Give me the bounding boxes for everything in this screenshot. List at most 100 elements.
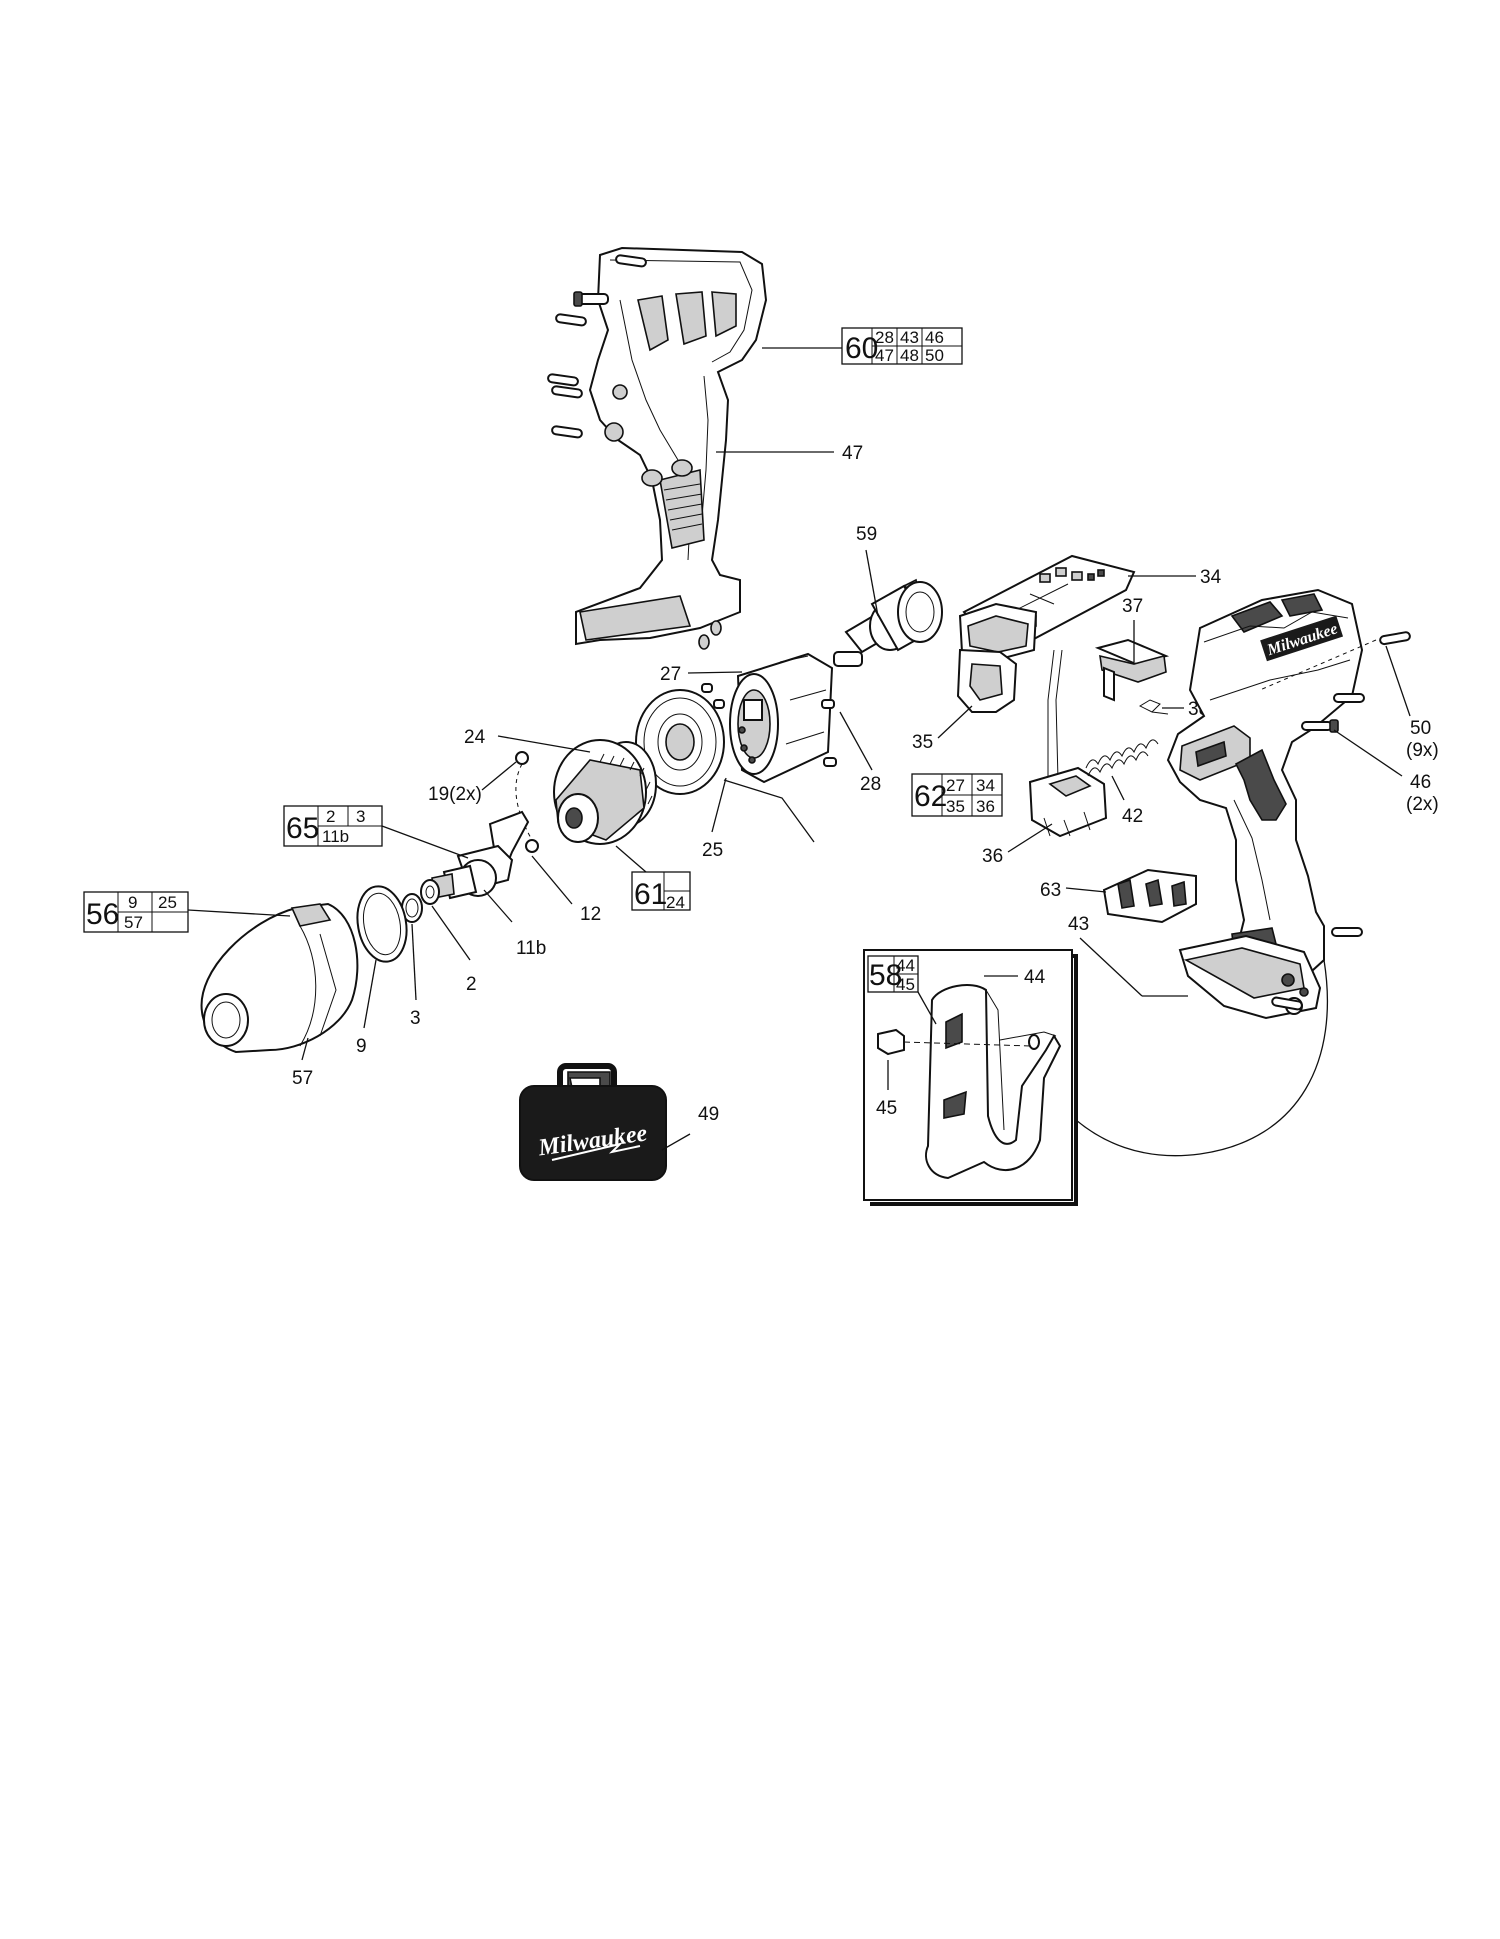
kit-62-box: 62 27 34 35 36 [911,773,1003,817]
left-housing-half [575,246,768,650]
leader-line [431,905,471,961]
nose-cover [200,902,359,1054]
leader-line [531,855,573,905]
callout-50-qty: (9x) [1406,740,1439,761]
kit-part: 9 [128,893,137,912]
anvil [431,810,530,900]
kit-id: 56 [86,898,119,931]
kit-60-box: 60 28 43 46 47 48 50 [841,327,963,365]
compression-spring [1085,739,1159,777]
kit-part: 48 [900,346,919,365]
stator [729,652,834,784]
carrying-case: Milwaukee [519,1063,667,1181]
leader-line [381,825,469,859]
kit-part: 2 [326,807,335,826]
leader-line [1079,937,1143,997]
kit-id: 58 [869,959,902,992]
circuit-board [958,554,1136,662]
kit-part: 25 [158,893,177,912]
kit-part: 50 [925,346,944,365]
rail-insert [1102,868,1197,924]
callout-27: 27 [660,664,681,685]
leader-line [661,1133,691,1151]
leader-line [1007,823,1053,853]
kit-id: 61 [634,878,667,911]
leader-line [917,991,937,1025]
callout-59: 59 [856,524,877,545]
kit-part: 57 [124,913,143,932]
kit-part: 35 [946,797,965,816]
spring-clip [1138,699,1169,715]
callout-34: 34 [1200,567,1222,588]
leader-line [865,549,879,617]
callout-47: 47 [842,443,863,464]
callout-63: 63 [1040,880,1061,901]
callout-25: 25 [702,840,723,861]
right-screws [1271,631,1411,1011]
leader-line [1385,645,1411,717]
steel-balls [515,751,539,853]
callout-45: 45 [876,1098,897,1119]
callout-42: 42 [1122,806,1143,827]
callout-46-qty: (2x) [1406,794,1439,815]
leader-line [481,761,517,791]
washer [420,879,440,905]
callout-24: 24 [464,727,486,748]
kit-part: 46 [925,328,944,347]
kit-part: 3 [356,807,365,826]
callout-9: 9 [356,1036,367,1057]
callout-2: 2 [466,974,477,995]
leader-line [1065,887,1107,893]
callout-3: 3 [410,1008,421,1029]
kit-61-box: 61 24 [631,871,691,912]
kit-part: 47 [875,346,894,365]
hammer-cam [553,739,657,845]
leader-line [937,705,973,739]
kit-part: 28 [875,328,894,347]
leader-line [711,777,727,833]
leader-line [1111,775,1125,801]
leader-line [363,959,377,1029]
ring-gear [635,689,725,795]
connector-line [1075,959,1328,1157]
kit-part: 11b [322,827,349,846]
callout-37: 37 [1122,596,1143,617]
kit-id: 65 [286,812,319,845]
kit-part: 24 [666,893,685,912]
o-ring [356,885,408,963]
kit-part: 44 [896,956,915,975]
leader-line [723,779,815,843]
callout-57: 57 [292,1068,313,1089]
trigger [956,648,1018,713]
kit-id: 62 [914,780,947,813]
callout-43: 43 [1068,914,1089,935]
retaining-ring [401,893,423,923]
leader-line [1259,639,1377,691]
housing-screws [547,254,647,439]
right-housing-half: Milwaukee [1166,588,1364,1020]
leader-line [615,845,647,873]
leader-line [301,1037,309,1061]
leader-line [1333,729,1403,777]
kit-56-box: 56 9 25 57 [83,891,189,933]
leader-line [483,889,513,923]
leader-line [839,711,873,771]
kit-part: 34 [976,776,995,795]
direction-switch [1094,638,1170,702]
kit-part: 36 [976,797,995,816]
armature-rotor [833,578,943,667]
kit-id: 60 [845,332,878,365]
leader-line [411,923,417,1001]
callout-36: 36 [982,846,1003,867]
leader-line [687,671,743,674]
leader-line [187,909,291,917]
callout-19: 19(2x) [428,784,482,805]
switch-terminal [1028,649,1108,838]
kit-part: 43 [900,328,919,347]
leader-line [497,735,591,753]
callout-12: 12 [580,904,601,925]
callout-44: 44 [1024,967,1046,988]
callout-28: 28 [860,774,881,795]
callout-35: 35 [912,732,933,753]
